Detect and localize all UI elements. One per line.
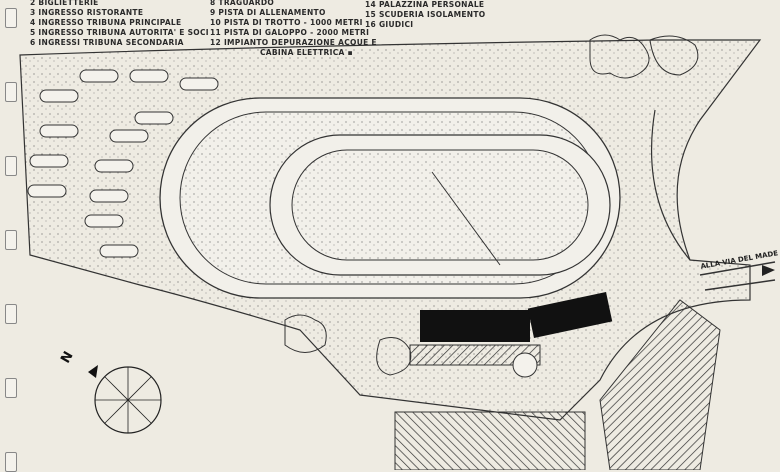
trees xyxy=(284,34,699,376)
parking-area xyxy=(394,411,586,470)
binding-hole xyxy=(5,304,17,324)
binding-hole xyxy=(5,156,17,176)
legend-item: 16 GIUDICI xyxy=(365,20,414,29)
binding-hole xyxy=(5,378,17,398)
legend-item: 12 IMPIANTO DEPURAZIONE ACQUE E xyxy=(210,38,377,47)
legend-item: 9 PISTA DI ALLENAMENTO xyxy=(210,8,326,17)
legend-item: 8 TRAGUARDO xyxy=(210,0,275,7)
legend-column-1: 2 BIGLIETTERIE 3 INGRESSO RISTORANTE 4 I… xyxy=(30,0,209,48)
secondary-grandstand xyxy=(527,292,613,338)
infield xyxy=(291,149,589,261)
legend-item: 4 INGRESSO TRIBUNA PRINCIPALE xyxy=(30,18,182,27)
road xyxy=(650,109,691,261)
legend-item: 11 PISTA DI GALOPPO - 2000 METRI xyxy=(210,28,370,37)
spiral-binding xyxy=(0,0,18,472)
legend-item: 3 INGRESSO RISTORANTE xyxy=(30,8,144,17)
fountain xyxy=(512,352,538,378)
main-grandstand xyxy=(420,310,530,342)
parking-area xyxy=(599,299,721,470)
legend-item: CABINA ELETTRICA ▪ xyxy=(260,48,353,57)
arrow-icon xyxy=(762,265,775,276)
finish-line xyxy=(431,171,501,266)
road-to-via-del-made xyxy=(699,261,776,291)
legend-item: 15 SCUDERIA ISOLAMENTO xyxy=(365,10,486,19)
legend-item: 6 INGRESSI TRIBUNA SECONDARIA xyxy=(30,38,184,47)
legend-item: 5 INGRESSO TRIBUNA AUTORITA' E SOCI xyxy=(30,28,209,37)
binding-hole xyxy=(5,82,17,102)
binding-hole xyxy=(5,8,17,28)
legend-column-2: 8 TRAGUARDO 9 PISTA DI ALLENAMENTO 10 PI… xyxy=(210,0,377,58)
stands-building xyxy=(409,344,541,366)
stables xyxy=(27,69,219,258)
binding-hole xyxy=(5,230,17,250)
legend-column-3: 14 PALAZZINA PERSONALE 15 SCUDERIA ISOLA… xyxy=(365,0,485,30)
north-arrow-icon xyxy=(88,365,98,378)
legend-item: 10 PISTA DI TROTTO - 1000 METRI xyxy=(210,18,363,27)
legend-item: 2 BIGLIETTERIE xyxy=(30,0,99,7)
legend-item: 14 PALAZZINA PERSONALE xyxy=(365,0,485,9)
